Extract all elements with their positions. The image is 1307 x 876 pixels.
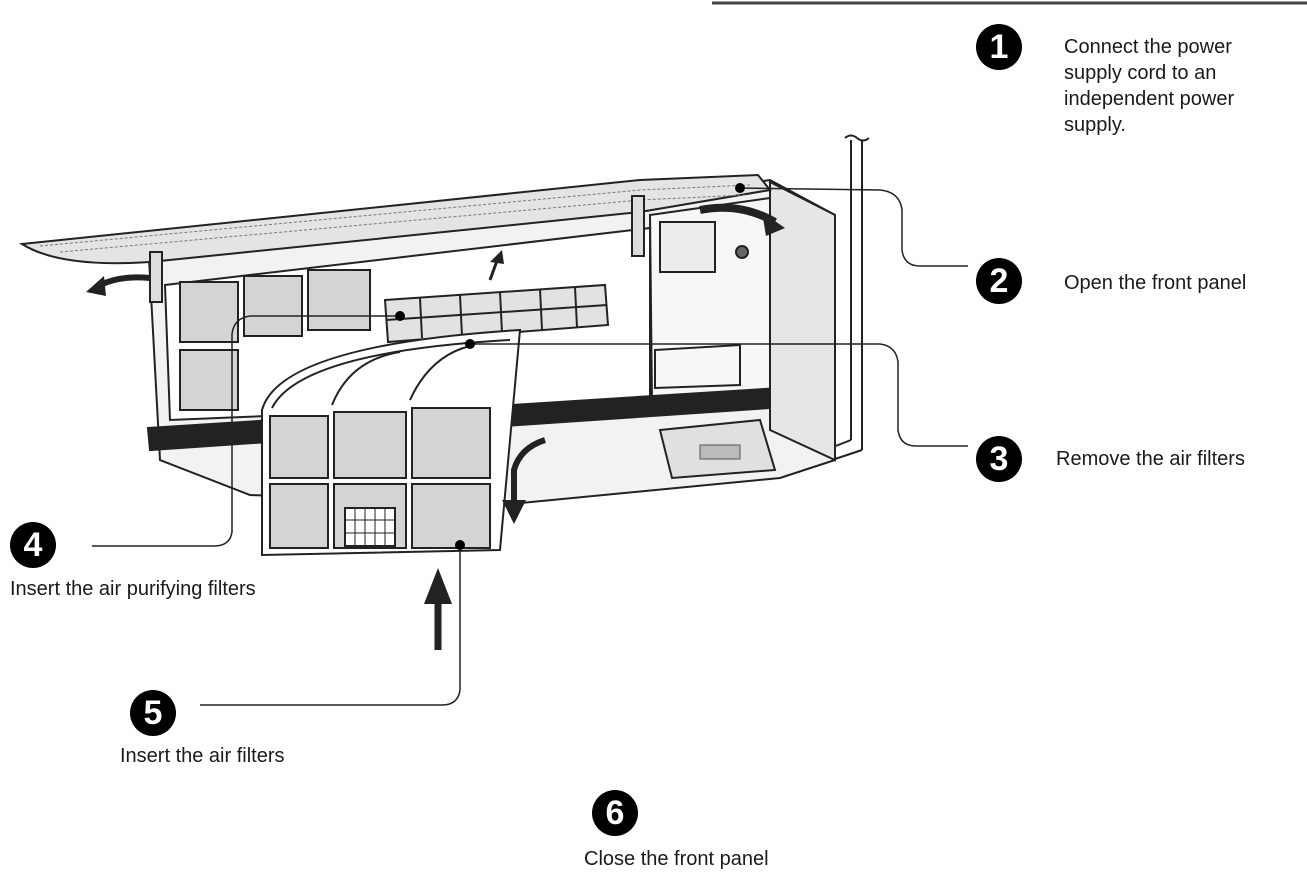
step-3-text: Remove the air filters <box>1056 448 1245 470</box>
leader-lines <box>92 187 968 706</box>
front-panel <box>19 173 772 303</box>
step-4-badge: 4 <box>10 522 56 568</box>
step-2-text: Open the front panel <box>1064 272 1247 294</box>
motion-arrows <box>86 203 785 650</box>
inner-filter-grid <box>179 269 371 411</box>
step-3-badge: 3 <box>976 436 1022 482</box>
step-5-badge: 5 <box>130 690 176 736</box>
air-purifying-filter <box>383 283 610 344</box>
leader-dots <box>395 183 745 550</box>
step-5-text: Insert the air filters <box>120 745 285 767</box>
step-6-text: Close the front panel <box>584 848 769 870</box>
step-1-text: Connect the power supply cord to an inde… <box>1064 36 1235 136</box>
air-filter <box>261 328 522 557</box>
step-2-badge: 2 <box>976 258 1022 304</box>
step-6-badge: 6 <box>592 790 638 836</box>
step-1-badge: 1 <box>976 24 1022 70</box>
step-4-text: Insert the air purifying filters <box>10 578 256 600</box>
